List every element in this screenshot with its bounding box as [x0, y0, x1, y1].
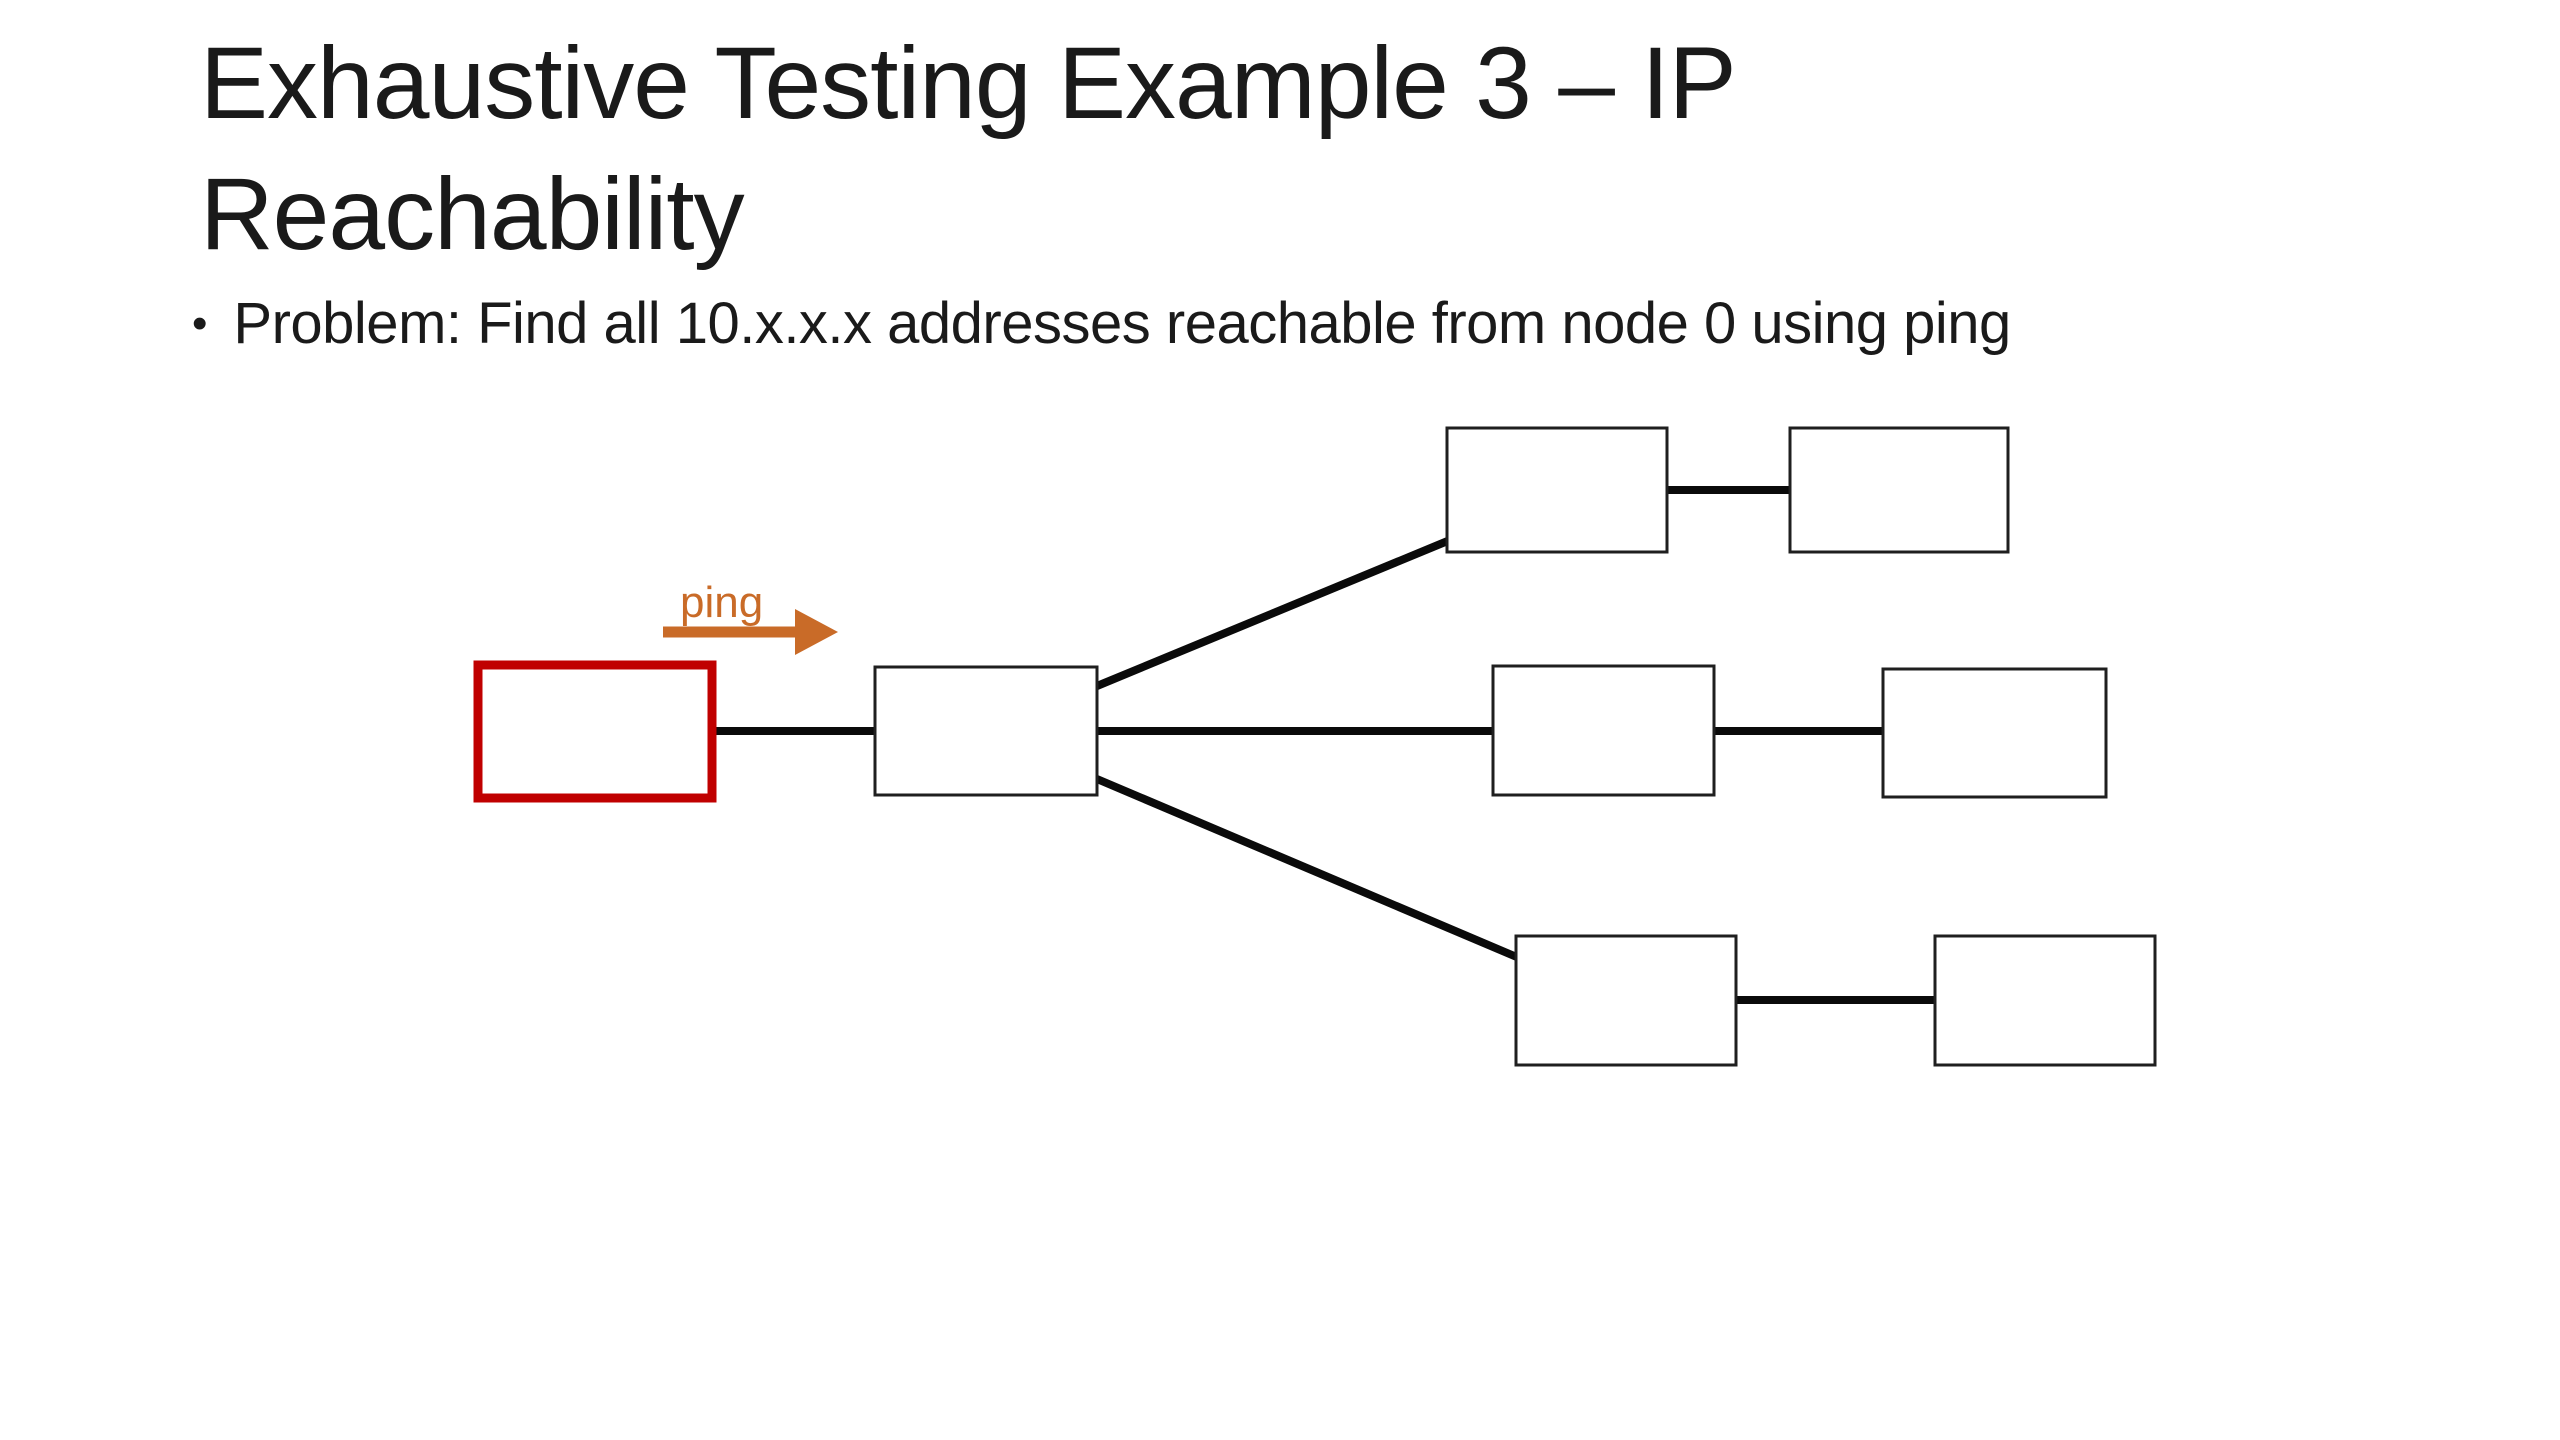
bottom-branch-node2-box	[1933, 934, 2157, 1067]
ping-label: ping	[680, 578, 763, 627]
bottom-branch-node1-box	[1514, 934, 1738, 1067]
problem-bullet-row: • Problem: Find all 10.x.x.x addresses r…	[192, 292, 2011, 356]
link-hub-bottom-branch	[1095, 775, 1521, 962]
problem-statement: Problem: Find all 10.x.x.x addresses rea…	[233, 291, 2011, 356]
link-hub-top-branch	[1095, 536, 1452, 690]
middle-branch-node1-box	[1491, 664, 1716, 797]
node0-source-box	[473, 660, 717, 803]
hub-node-box	[873, 665, 1099, 797]
middle-branch-node2-box	[1881, 667, 2108, 799]
slide-title: Exhaustive Testing Example 3 – IP Reacha…	[200, 26, 1735, 271]
bullet-marker: •	[192, 299, 208, 348]
ping-arrow-head-icon	[795, 609, 838, 655]
top-branch-node2-box	[1788, 426, 2010, 554]
top-branch-node1-box	[1445, 426, 1669, 554]
